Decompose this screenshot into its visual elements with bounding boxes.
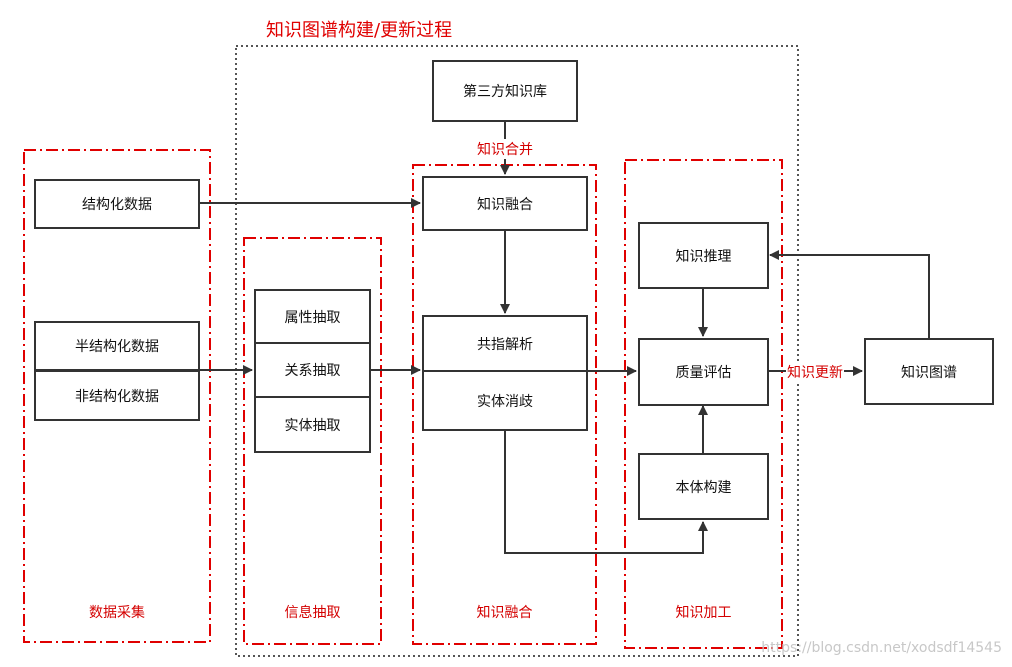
node-label: 半结构化数据 bbox=[75, 339, 159, 355]
group-label-fusion: 知识融合 bbox=[476, 605, 533, 621]
group-frame-processing bbox=[624, 159, 783, 649]
node-entity-disambiguation: 实体消歧 bbox=[422, 370, 588, 431]
node-knowledge-fusion: 知识融合 bbox=[422, 176, 588, 231]
group-frame-collection bbox=[23, 149, 211, 643]
node-label: 第三方知识库 bbox=[463, 84, 547, 100]
node-knowledge-graph: 知识图谱 bbox=[864, 338, 994, 405]
node-label: 非结构化数据 bbox=[75, 388, 159, 405]
node-label: 关系抽取 bbox=[284, 363, 341, 379]
node-quality-assessment: 质量评估 bbox=[638, 338, 769, 406]
edge-label-merge: 知识合并 bbox=[475, 139, 535, 159]
node-label: 质量评估 bbox=[675, 365, 732, 381]
node-label: 本体构建 bbox=[675, 479, 732, 496]
node-ontology-construction: 本体构建 bbox=[638, 453, 769, 520]
group-frame-extraction bbox=[243, 237, 382, 645]
arrow-kg-to-reasoning bbox=[769, 250, 930, 338]
node-label: 实体抽取 bbox=[284, 417, 341, 434]
node-label: 共指解析 bbox=[477, 336, 533, 353]
watermark-text: https://blog.csdn.net/xodsdf14545 bbox=[761, 640, 1002, 656]
node-label: 知识推理 bbox=[675, 248, 732, 265]
node-relation-extraction: 关系抽取 bbox=[254, 342, 371, 398]
arrow-disambiguation-to-ontology bbox=[504, 431, 708, 554]
node-attribute-extraction: 属性抽取 bbox=[254, 289, 371, 344]
node-entity-extraction: 实体抽取 bbox=[254, 396, 371, 453]
node-coreference-resolution: 共指解析 bbox=[422, 315, 588, 372]
node-label: 实体消歧 bbox=[477, 393, 533, 410]
node-third-party-kb: 第三方知识库 bbox=[432, 60, 578, 122]
group-label-extraction: 信息抽取 bbox=[284, 605, 341, 621]
node-label: 结构化数据 bbox=[82, 197, 152, 213]
group-label-collection: 数据采集 bbox=[89, 605, 145, 621]
diagram-title: 知识图谱构建/更新过程 bbox=[266, 20, 453, 41]
node-structured-data: 结构化数据 bbox=[34, 179, 200, 229]
group-label-processing: 知识加工 bbox=[675, 605, 732, 621]
edge-label-update: 知识更新 bbox=[786, 362, 844, 382]
node-semi-structured-data: 半结构化数据 bbox=[34, 321, 200, 371]
node-label: 属性抽取 bbox=[284, 309, 341, 326]
outer-process-frame bbox=[235, 45, 799, 657]
node-knowledge-reasoning: 知识推理 bbox=[638, 222, 769, 289]
node-label: 知识融合 bbox=[477, 196, 533, 213]
node-unstructured-data: 非结构化数据 bbox=[34, 370, 200, 421]
node-label: 知识图谱 bbox=[901, 364, 957, 381]
